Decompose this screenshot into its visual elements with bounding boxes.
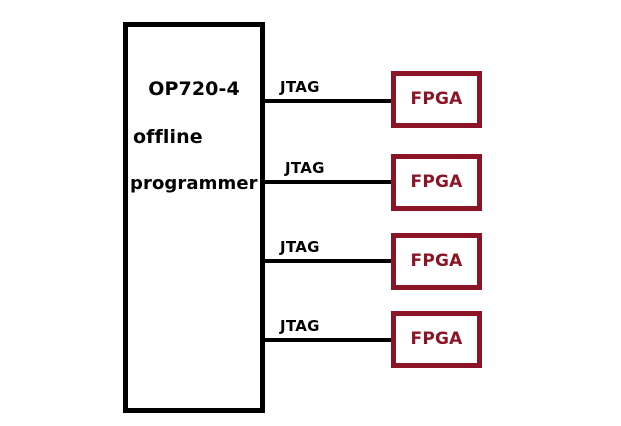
jtag-connection-line-2 — [265, 180, 391, 184]
fpga-box-1: FPGA — [391, 71, 482, 128]
jtag-connection-line-3 — [265, 259, 391, 263]
fpga-label-2: FPGA — [410, 172, 463, 192]
jtag-label-4: JTAG — [280, 317, 320, 335]
fpga-label-1: FPGA — [410, 89, 463, 109]
jtag-connection-line-4 — [265, 338, 391, 342]
jtag-label-3: JTAG — [280, 238, 320, 256]
jtag-label-1: JTAG — [280, 78, 320, 96]
jtag-label-2: JTAG — [285, 159, 325, 177]
fpga-label-3: FPGA — [410, 251, 463, 271]
op720-4-offline-programmer-box — [123, 22, 265, 413]
jtag-connection-line-1 — [265, 99, 391, 103]
fpga-box-4: FPGA — [391, 311, 482, 368]
fpga-box-2: FPGA — [391, 154, 482, 211]
fpga-box-3: FPGA — [391, 233, 482, 290]
fpga-label-4: FPGA — [410, 329, 463, 349]
